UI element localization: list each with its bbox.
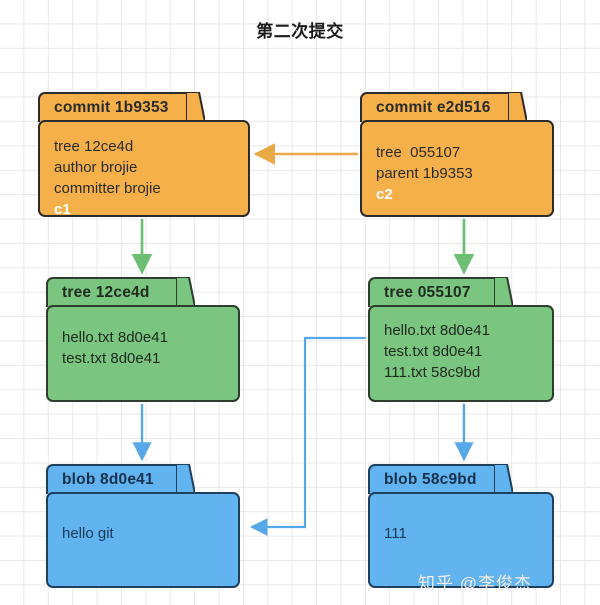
node-body-blob-8d0e41: hello git xyxy=(46,492,240,588)
node-line: author brojie xyxy=(54,159,138,176)
node-line: parent 1b9353 xyxy=(376,165,473,182)
node-line: 111 xyxy=(384,525,407,542)
node-line: test.txt 8d0e41 xyxy=(62,350,161,367)
node-line: hello.txt 8d0e41 xyxy=(62,329,168,346)
node-body-tree-055107: hello.txt 8d0e41 test.txt 8d0e41 111.txt… xyxy=(368,305,554,402)
node-header-blob-8d0e41: blob 8d0e41 xyxy=(46,464,195,494)
node-header-tree-12ce4d: tree 12ce4d xyxy=(46,277,195,307)
node-tree-055107[interactable]: tree 055107 hello.txt 8d0e41 test.txt 8d… xyxy=(368,277,554,402)
node-header-label: blob 58c9bd xyxy=(384,471,477,488)
node-header-label: commit e2d516 xyxy=(376,99,491,116)
node-commit-e2d516[interactable]: commit e2d516 tree 055107 parent 1b9353 … xyxy=(360,92,554,217)
tab-slant-shape xyxy=(176,277,195,307)
tab-slant-shape xyxy=(186,92,205,122)
node-tree-12ce4d[interactable]: tree 12ce4d hello.txt 8d0e41 test.txt 8d… xyxy=(46,277,240,402)
node-header-commit-1b9353: commit 1b9353 xyxy=(38,92,205,122)
node-header-label: blob 8d0e41 xyxy=(62,471,154,488)
node-header-label: commit 1b9353 xyxy=(54,99,169,116)
node-line: tree 055107 xyxy=(376,144,461,161)
node-body-commit-e2d516: tree 055107 parent 1b9353 c2 xyxy=(360,120,554,217)
node-line: hello.txt 8d0e41 xyxy=(384,322,490,339)
tab-slant-shape xyxy=(494,277,513,307)
node-blob-8d0e41[interactable]: blob 8d0e41 hello git xyxy=(46,464,240,588)
node-line: hello git xyxy=(62,525,114,542)
watermark: 知乎 @李俊杰 xyxy=(418,574,532,593)
node-body-tree-12ce4d: hello.txt 8d0e41 test.txt 8d0e41 xyxy=(46,305,240,402)
node-body-blob-58c9bd: 111 xyxy=(368,492,554,588)
tab-slant-shape xyxy=(494,464,513,494)
node-line: committer brojie xyxy=(54,180,161,197)
edge-tree-055107-to-blob-8d0e41 xyxy=(249,336,366,536)
page-title: 第二次提交 xyxy=(256,22,344,41)
node-tag-label: c2 xyxy=(376,186,393,203)
node-header-label: tree 055107 xyxy=(384,284,471,301)
node-line: 111.txt 58c9bd xyxy=(384,364,481,381)
node-line: tree 12ce4d xyxy=(54,138,134,155)
node-tag-label: c1 xyxy=(54,201,71,218)
node-blob-58c9bd[interactable]: blob 58c9bd 111 xyxy=(368,464,554,588)
node-body-commit-1b9353: tree 12ce4d author brojie committer broj… xyxy=(38,120,250,218)
tab-slant-shape xyxy=(508,92,527,122)
node-header-blob-58c9bd: blob 58c9bd xyxy=(368,464,513,494)
node-header-label: tree 12ce4d xyxy=(62,284,150,301)
tab-slant-shape xyxy=(176,464,195,494)
node-commit-1b9353[interactable]: commit 1b9353 tree 12ce4d author brojie … xyxy=(38,92,250,218)
node-header-commit-e2d516: commit e2d516 xyxy=(360,92,527,122)
node-header-tree-055107: tree 055107 xyxy=(368,277,513,307)
node-line: test.txt 8d0e41 xyxy=(384,343,483,360)
